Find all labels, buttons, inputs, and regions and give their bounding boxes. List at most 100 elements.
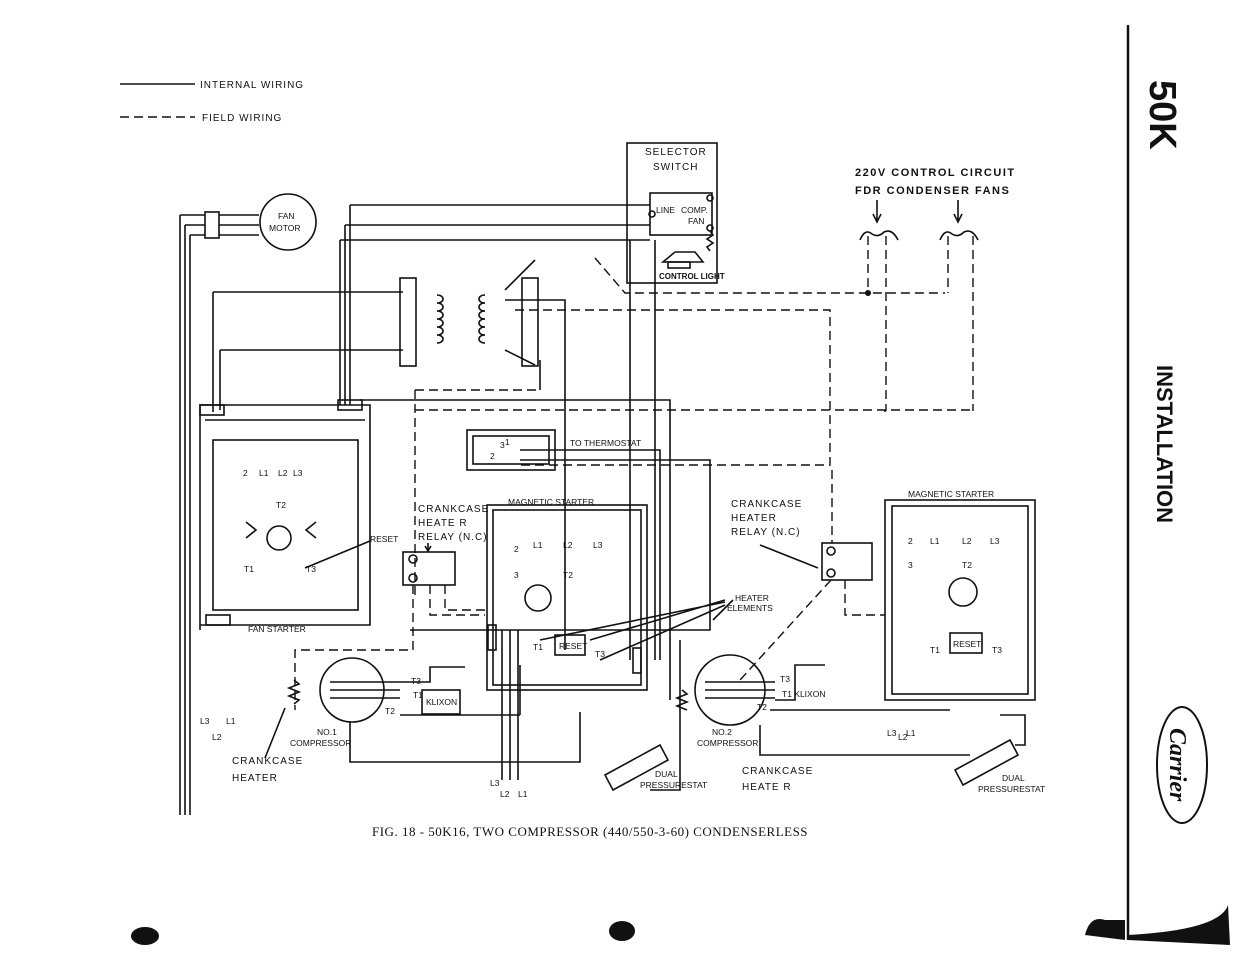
fan-starter-t2: T2 [276,500,286,510]
heater-elements-1: HEATER [735,593,769,603]
compressor1-label-1: NO.1 [317,727,337,737]
fan-starter-label: FAN STARTER [248,624,306,634]
figure-caption: FIG. 18 - 50K16, TWO COMPRESSOR (440/550… [372,824,808,839]
crankcase-heater-left-icon [286,679,302,705]
selector-comp-label: COMP. [681,205,708,215]
control-circuit-label-1: 220V CONTROL CIRCUIT [855,167,1016,179]
starter-left-label: MAGNETIC STARTER [508,497,594,507]
control-circuit-label-2: FDR CONDENSER FANS [855,185,1010,197]
legend-internal-label: INTERNAL WIRING [200,80,304,91]
compressor1-t1: T1 [413,690,423,700]
compressor-2: T3 T1 KLIXON T2 NO.2 COMPRESSOR [650,640,970,791]
fan-motor-label-1: FAN [278,211,295,221]
selector-title-1: SELECTOR [645,147,707,158]
starter-right-t1: T1 [930,645,940,655]
fan-motor-label-2: MOTOR [269,223,300,233]
pressurestat-right-1: DUAL [1002,773,1025,783]
relay-right-label-2: HEATER [731,513,777,524]
binder-hole-left [131,927,159,945]
starter-right-t3: T3 [992,645,1002,655]
thermostat-connection: 3 1 2 TO THERMOSTAT [466,429,641,471]
starter-right-l1: L1 [930,536,940,546]
starter-left-2: 2 [514,544,519,554]
starter-left-l2: L2 [563,540,573,550]
fan-starter-t1: T1 [244,564,254,574]
crankcase-heater-right-1: CRANKCASE [742,766,813,777]
crankcase-heater-left: CRANKCASE HEATER [232,756,303,784]
relay-right-label-1: CRANKCASE [731,499,802,510]
compressor2-label-1: NO.2 [712,727,732,737]
magnetic-starter-right: MAGNETIC STARTER 2 3 L1 L2 L3 T2 T1 T3 R… [884,489,1036,701]
control-light-label: CONTROL LIGHT [659,272,725,281]
fan-starter-l3: L3 [293,468,303,478]
transformer-core-right [521,277,539,367]
dual-pressurestat-right: DUAL PRESSURESTAT [953,714,1045,794]
binder-hole-center [609,921,635,941]
crankcase-heater-left-2: HEATER [232,773,278,784]
heater-elements-label: HEATER ELEMENTS [539,593,773,661]
compressor1-klixon: KLIXON [426,697,457,707]
compressor-1: T3 T1 T2 KLIXON NO.1 COMPRESSOR [264,657,581,763]
selector-title-2: SWITCH [653,162,698,173]
legend-field-label: FIELD WIRING [202,113,282,124]
starter-right-2: 2 [908,536,913,546]
dual-pressurestat-left: DUAL PRESSURESTAT [603,743,707,792]
starter-left-coil-icon [524,584,552,612]
starter-left-3: 3 [514,570,519,580]
relay-left-label-2: HEATE R [418,518,468,529]
pressurestat-left-2: PRESSURESTAT [640,780,707,790]
pressurestat-right-2: PRESSURESTAT [978,784,1045,794]
crankcase-heater-left-1: CRANKCASE [232,756,303,767]
compressor2-t3: T3 [780,674,790,684]
starter-right-label: MAGNETIC STARTER [908,489,994,499]
fan-starter-motor-icon [266,525,292,551]
legend: INTERNAL WIRING FIELD WIRING [120,80,304,124]
section-label: INSTALLATION [1152,365,1177,523]
selector-line-label: LINE [656,205,675,215]
transformer-coil-icon [436,294,444,344]
lead-left-l2: L2 [212,732,222,742]
model-label: 50K [1141,80,1183,150]
binder-hole-right [1085,919,1125,940]
starter-right-t2: T2 [962,560,972,570]
thermostat-3: 3 [500,440,505,450]
compressor2-t1: T1 KLIXON [782,689,825,699]
leads-right: L3 L2 L1 [887,728,916,742]
sidebar: 50K INSTALLATION Carrier [1126,25,1230,945]
compressor1-t2: T2 [385,706,395,716]
compressor2-t2: T2 [757,702,767,712]
lead-left-l3: L3 [200,716,210,726]
compressor2-label-2: COMPRESSOR [697,738,758,748]
crankcase-heater-right-2: HEATE R [742,782,792,793]
relay-left-label-3: RELAY (N.C) [418,532,488,543]
lead-right-l1: L1 [906,728,916,738]
starter-left-t3: T3 [595,649,605,659]
selector-switch: SELECTOR SWITCH LINE COMP. FAN CONTROL L… [626,142,725,284]
lead-mid-l2: L2 [500,789,510,799]
relay-right-label-3: RELAY (N.C) [731,527,801,538]
starter-right-l3: L3 [990,536,1000,546]
carrier-logo: Carrier [1164,728,1190,802]
fan-starter-reset: RESET [370,534,398,544]
lead-right-l3: L3 [887,728,897,738]
selector-fan-label: FAN [688,216,705,226]
crankcase-heater-right-icon [674,689,690,711]
fan-starter-l1: L1 [259,468,269,478]
transformer-core-left [399,277,417,367]
fan-starter-l2: L2 [278,468,288,478]
fan-motor: FAN MOTOR [179,193,317,815]
leads-mid: L3 L2 L1 [490,630,528,799]
starter-right-l2: L2 [962,536,972,546]
magnetic-starter-left: MAGNETIC STARTER 2 3 L1 L2 L3 T2 T1 T3 R… [486,497,648,691]
fan-starter: 2 L1 L2 L3 T2 T1 T3 RESET FAN STARTER [199,399,398,634]
crankcase-heater-relay-right: CRANKCASE HEATER RELAY (N.C) [731,470,885,681]
lead-left-l1: L1 [226,716,236,726]
relay-left-label-1: CRANKCASE [418,504,489,515]
starter-right-3: 3 [908,560,913,570]
pressurestat-left-1: DUAL [655,769,678,779]
starter-left-l3: L3 [593,540,603,550]
fan-starter-2: 2 [243,468,248,478]
starter-left-t1: T1 [533,642,543,652]
starter-right-coil-icon [948,577,978,607]
